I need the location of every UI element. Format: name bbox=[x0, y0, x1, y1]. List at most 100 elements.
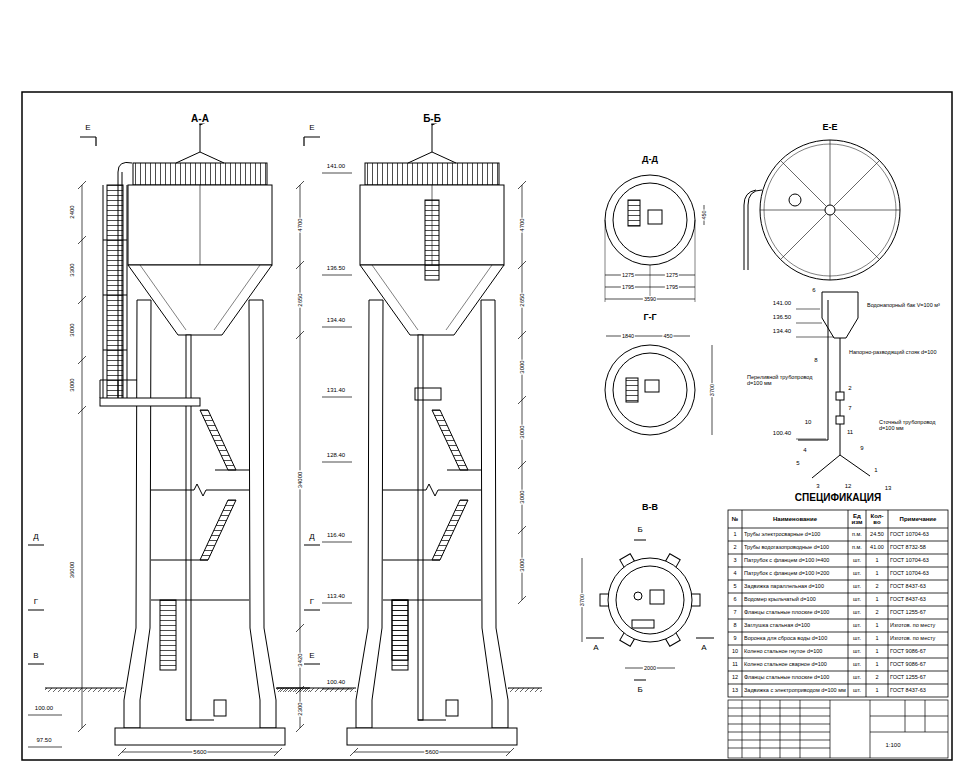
water-tower bbox=[186, 335, 191, 720]
table-cell: Фланцы стальные плоские d=100 bbox=[744, 672, 846, 683]
table-cell: Фланцы стальные плоские d=100 bbox=[744, 607, 846, 618]
dimension: 2400 bbox=[69, 204, 76, 219]
table-cell: 2 bbox=[868, 607, 886, 618]
table-cell: п.м. bbox=[850, 529, 864, 540]
table-cell: 2 bbox=[868, 672, 886, 683]
table-cell: шт. bbox=[850, 594, 864, 605]
section-d bbox=[628, 200, 640, 226]
dimension: 3000 bbox=[519, 359, 526, 374]
water-tower bbox=[200, 410, 236, 470]
table-cell: Водомер крыльчатый d=100 bbox=[744, 594, 846, 605]
table-cell: Колено стальное гнутое d=100 bbox=[744, 646, 846, 657]
section-marker: Б bbox=[636, 526, 643, 535]
table-heading: Ед изм bbox=[850, 511, 864, 527]
table-cell: шт. bbox=[850, 685, 864, 696]
callout-number: 2 bbox=[847, 385, 852, 392]
section-d bbox=[605, 220, 695, 302]
table-cell: 11 bbox=[730, 659, 740, 670]
callout-number: 8 bbox=[813, 357, 818, 364]
table-cell: 1 bbox=[868, 646, 886, 657]
section-cut-marks bbox=[80, 137, 320, 146]
dimension: 1840 bbox=[621, 333, 635, 339]
dimension: 3590 bbox=[643, 296, 657, 302]
section-title: В-В bbox=[641, 503, 659, 513]
section-marker: Г bbox=[33, 598, 39, 607]
dimension: 4700 bbox=[519, 217, 526, 232]
water-tower bbox=[128, 185, 272, 265]
callout-number: 6 bbox=[811, 287, 816, 294]
section-g bbox=[606, 336, 712, 435]
table-cell: шт. bbox=[850, 633, 864, 644]
section-d bbox=[648, 210, 662, 224]
water-tower bbox=[215, 470, 249, 471]
elevation-mark: 116.40 bbox=[326, 532, 346, 539]
section-title: Г-Г bbox=[642, 313, 657, 323]
dimension-lines bbox=[28, 715, 62, 747]
note: Переливной трубопровод d=100 мм bbox=[746, 374, 820, 386]
table-heading: Кол-во bbox=[868, 511, 886, 527]
water-tower bbox=[200, 185, 201, 265]
table-heading: Примечание bbox=[890, 511, 946, 527]
water-tower bbox=[176, 152, 224, 163]
tower-extras bbox=[107, 185, 123, 400]
section-d bbox=[605, 175, 704, 302]
water-tower bbox=[45, 118, 310, 745]
elevation-mark: 100.40 bbox=[772, 430, 792, 437]
tower-extras bbox=[100, 162, 441, 660]
scale-note: 1:100 bbox=[884, 742, 901, 749]
title-block bbox=[728, 708, 830, 748]
table-cell: 2 bbox=[868, 581, 886, 592]
dimension: 1275 bbox=[621, 272, 635, 278]
dimension: 2650 bbox=[519, 292, 526, 307]
water-tower bbox=[151, 600, 249, 601]
tower-extras bbox=[100, 380, 137, 398]
table-cell: Задвижка параллельная d=100 bbox=[744, 581, 846, 592]
section-e bbox=[744, 140, 900, 280]
table-cell: 1 bbox=[868, 659, 886, 670]
table-cell: шт. bbox=[850, 555, 864, 566]
table-cell: 1 bbox=[868, 685, 886, 696]
callout-number: 5 bbox=[795, 460, 800, 467]
note: Водонапорный бак V=100 м³ bbox=[866, 302, 946, 308]
table-heading: № bbox=[730, 511, 740, 527]
dimension-lines bbox=[78, 181, 86, 732]
table-cell: Изготов. по месту bbox=[890, 633, 946, 644]
dimension: 2650 bbox=[297, 292, 304, 307]
water-tower bbox=[277, 118, 542, 745]
table-cell: шт. bbox=[850, 620, 864, 631]
table-cell: 1 bbox=[868, 620, 886, 631]
elevation-mark: 141.00 bbox=[326, 163, 346, 170]
callout-number: 7 bbox=[847, 405, 852, 412]
section-marker: Е bbox=[84, 124, 91, 133]
specification-table bbox=[728, 510, 948, 697]
section-v bbox=[582, 558, 675, 668]
dimension: 3300 bbox=[69, 262, 76, 277]
section-cut-marks bbox=[28, 137, 714, 680]
section-v bbox=[632, 620, 654, 628]
table-cell: ГОСТ 8437-63 bbox=[890, 594, 946, 605]
table-cell: 9 bbox=[730, 633, 740, 644]
sheet-frame bbox=[22, 92, 952, 760]
dimension: 5600 bbox=[192, 749, 207, 756]
dimension-lines bbox=[350, 748, 514, 756]
section-marker: А bbox=[592, 644, 599, 653]
dimension: 3000 bbox=[519, 489, 526, 504]
dimension-lines bbox=[296, 181, 304, 732]
table-cell: ГОСТ 10704-63 bbox=[890, 568, 946, 579]
section-marker: А bbox=[700, 644, 707, 653]
dimension: 5600 bbox=[424, 749, 439, 756]
elevation-mark: 131.40 bbox=[326, 387, 346, 394]
dimension: 36000 bbox=[69, 561, 76, 580]
pipe-scheme bbox=[836, 416, 844, 424]
section-marker: Г bbox=[309, 598, 315, 607]
section-g bbox=[645, 380, 659, 392]
table-cell: Трубы водогазопроводные d=100 bbox=[744, 542, 846, 553]
section-v bbox=[634, 592, 642, 600]
section-e bbox=[825, 205, 835, 215]
note: Сточный трубопровод d=100 мм bbox=[878, 419, 946, 431]
table-cell: п.м. bbox=[850, 542, 864, 553]
section-marker: Д bbox=[308, 533, 315, 542]
tower-extras bbox=[425, 200, 439, 280]
table-cell: ГОСТ 9086-67 bbox=[890, 646, 946, 657]
